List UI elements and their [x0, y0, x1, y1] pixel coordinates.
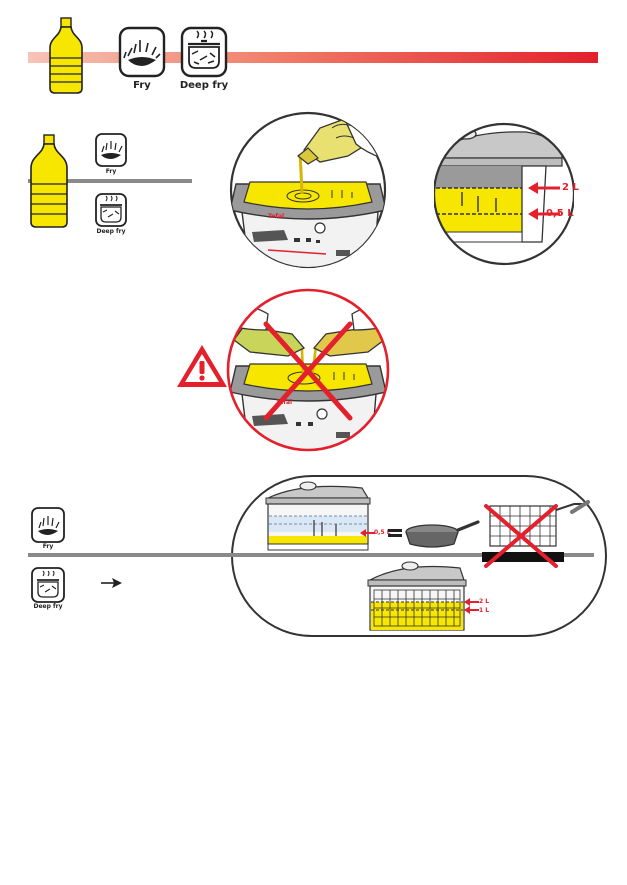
level-low-label: 0,5 L	[546, 208, 574, 219]
deep-fry-icon	[94, 192, 128, 228]
deep-fry-label: Deep fry	[24, 603, 72, 610]
deep-level-low-label: 1 L	[479, 607, 489, 614]
oil-bottle-icon	[28, 132, 72, 230]
fry-appliance-illustration	[262, 478, 386, 554]
device-brand: Tefal	[276, 399, 292, 406]
warning-icon	[174, 342, 230, 390]
deep-fry-appliance-illustration	[364, 560, 472, 636]
deep-fryer-crossed-illustration	[476, 500, 592, 570]
header-bar	[0, 0, 627, 100]
fry-label: Fry	[88, 168, 134, 175]
fry-label: Fry	[110, 80, 174, 91]
deep-fry-icon	[180, 26, 228, 78]
arrow-right-icon	[100, 577, 124, 589]
no-mixing-oil-illustration: Tefal	[226, 286, 390, 456]
deep-fry-label: Deep fry	[172, 80, 236, 91]
oil-bottle-icon	[46, 14, 86, 94]
fry-icon	[94, 132, 128, 168]
fry-icon	[30, 506, 66, 544]
equals-icon	[387, 527, 403, 539]
level-arrows-icon	[464, 598, 480, 618]
pour-oil-illustration: Tefal	[228, 100, 388, 280]
level-high-label: 2 L	[562, 182, 579, 193]
frying-pan-illustration	[404, 516, 480, 552]
fry-label: Fry	[26, 543, 70, 550]
deep-fry-icon	[30, 566, 66, 604]
oil-level-illustration	[434, 116, 574, 272]
deep-level-high-label: 2 L	[479, 598, 489, 605]
device-brand: Tefal	[268, 213, 284, 220]
fry-icon	[118, 26, 166, 78]
deep-fry-label: Deep fry	[86, 228, 136, 235]
